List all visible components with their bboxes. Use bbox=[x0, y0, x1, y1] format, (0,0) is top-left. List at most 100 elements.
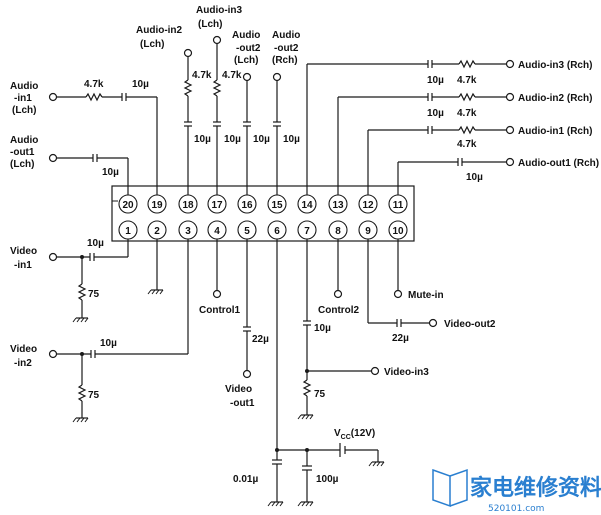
pin-18: 18 bbox=[182, 200, 194, 211]
svg-text:Audio-out1 (Rch): Audio-out1 (Rch) bbox=[518, 158, 599, 169]
svg-text:100µ: 100µ bbox=[316, 474, 339, 485]
svg-text:-out1: -out1 bbox=[230, 398, 255, 409]
svg-text:10µ: 10µ bbox=[132, 79, 149, 90]
pin2-ground bbox=[147, 239, 164, 295]
pin-12: 12 bbox=[362, 200, 374, 211]
audio-in1-lch-terminal bbox=[48, 92, 58, 102]
svg-text:Video: Video bbox=[225, 384, 252, 395]
audio-out1-lch-path bbox=[48, 153, 129, 195]
control2-path bbox=[333, 239, 343, 299]
pin-4: 4 bbox=[214, 226, 220, 237]
pin-2: 2 bbox=[154, 226, 160, 237]
svg-text:10µ: 10µ bbox=[194, 134, 211, 145]
svg-text:10µ: 10µ bbox=[100, 338, 117, 349]
watermark-logo: 家电维修资料网 520101.com bbox=[432, 468, 601, 514]
svg-text:Audio-in2: Audio-in2 bbox=[136, 25, 183, 36]
svg-text:75: 75 bbox=[88, 390, 100, 401]
pin-14: 14 bbox=[301, 200, 313, 211]
video-in2-path bbox=[48, 239, 189, 423]
video-in1-path bbox=[48, 239, 129, 323]
svg-text:10µ: 10µ bbox=[427, 75, 444, 86]
svg-text:(Lch): (Lch) bbox=[234, 55, 258, 66]
svg-text:-in1: -in1 bbox=[14, 93, 32, 104]
pin-13: 13 bbox=[332, 200, 344, 211]
audio-out2-rch-path bbox=[272, 72, 282, 195]
svg-text:-in1: -in1 bbox=[14, 260, 32, 271]
ic-pins-bottom: 1 2 3 4 5 6 7 8 9 10 bbox=[118, 220, 408, 240]
svg-text:Audio-in2 (Rch): Audio-in2 (Rch) bbox=[518, 93, 592, 104]
svg-text:0.01µ: 0.01µ bbox=[233, 474, 258, 485]
svg-text:4.7k: 4.7k bbox=[457, 139, 477, 150]
svg-text:(Lch): (Lch) bbox=[198, 19, 222, 30]
pin-6: 6 bbox=[274, 226, 280, 237]
pin-7: 7 bbox=[304, 226, 310, 237]
svg-text:Audio: Audio bbox=[272, 30, 300, 41]
svg-text:Audio: Audio bbox=[232, 30, 260, 41]
pin-9: 9 bbox=[365, 226, 371, 237]
svg-text:4.7k: 4.7k bbox=[192, 70, 212, 81]
svg-text:Video: Video bbox=[10, 344, 37, 355]
pin-10: 10 bbox=[392, 226, 404, 237]
audio-in2-rch-path bbox=[337, 92, 515, 195]
svg-text:Video-in3: Video-in3 bbox=[384, 367, 429, 378]
svg-text:Audio: Audio bbox=[10, 135, 38, 146]
control1-path bbox=[212, 239, 222, 299]
svg-text:4.7k: 4.7k bbox=[457, 75, 477, 86]
video-out2-path bbox=[367, 239, 438, 328]
svg-text:(Lch): (Lch) bbox=[10, 159, 34, 170]
ic-pins-top: 20 19 18 17 16 15 14 13 12 11 bbox=[118, 194, 408, 214]
svg-text:22µ: 22µ bbox=[392, 333, 409, 344]
pin-1: 1 bbox=[125, 226, 131, 237]
svg-text:-out2: -out2 bbox=[274, 43, 299, 54]
watermark-text: 家电维修资料网 bbox=[470, 475, 601, 501]
watermark-url: 520101.com bbox=[488, 504, 544, 514]
svg-text:75: 75 bbox=[314, 389, 326, 400]
audio-in3-rch-path bbox=[306, 59, 515, 195]
audio-in1-lch-path bbox=[48, 92, 158, 195]
mute-in-path bbox=[393, 239, 403, 299]
svg-text:22µ: 22µ bbox=[252, 334, 269, 345]
audio-in1-rch-path bbox=[367, 125, 515, 195]
pin-5: 5 bbox=[244, 226, 250, 237]
svg-text:Video: Video bbox=[10, 246, 37, 257]
video-out1-path bbox=[242, 239, 252, 379]
svg-text:10µ: 10µ bbox=[253, 134, 270, 145]
pin-19: 19 bbox=[151, 200, 163, 211]
svg-text:4.7k: 4.7k bbox=[84, 79, 104, 90]
svg-text:10µ: 10µ bbox=[314, 323, 331, 334]
pin-16: 16 bbox=[241, 200, 253, 211]
audio-out2-lch-path bbox=[242, 72, 252, 195]
audio-out1-lch-terminal bbox=[48, 153, 58, 163]
svg-text:Audio: Audio bbox=[10, 81, 38, 92]
pin-20: 20 bbox=[122, 200, 134, 211]
svg-text:Audio-in3 (Rch): Audio-in3 (Rch) bbox=[518, 60, 592, 71]
svg-text:10µ: 10µ bbox=[102, 167, 119, 178]
svg-text:75: 75 bbox=[88, 289, 100, 300]
svg-text:(Lch): (Lch) bbox=[140, 39, 164, 50]
svg-text:-out1: -out1 bbox=[10, 147, 35, 158]
svg-text:Video-out2: Video-out2 bbox=[444, 319, 496, 330]
svg-text:(Rch): (Rch) bbox=[272, 55, 298, 66]
pin-8: 8 bbox=[335, 226, 341, 237]
pin-3: 3 bbox=[185, 226, 191, 237]
svg-text:Control1: Control1 bbox=[199, 305, 241, 316]
svg-text:10µ: 10µ bbox=[224, 134, 241, 145]
pin-15: 15 bbox=[271, 200, 283, 211]
svg-text:VCC(12V): VCC(12V) bbox=[334, 428, 375, 441]
ic-body bbox=[111, 185, 415, 242]
svg-text:-out2: -out2 bbox=[236, 43, 261, 54]
svg-text:10µ: 10µ bbox=[427, 108, 444, 119]
svg-text:10µ: 10µ bbox=[283, 134, 300, 145]
audio-in2-lch-path bbox=[183, 48, 193, 195]
svg-text:Mute-in: Mute-in bbox=[408, 290, 444, 301]
svg-text:Audio-in1 (Rch): Audio-in1 (Rch) bbox=[518, 126, 592, 137]
video-in3-path bbox=[297, 239, 380, 420]
audio-out1-rch-path bbox=[397, 157, 515, 195]
svg-text:10µ: 10µ bbox=[466, 172, 483, 183]
svg-text:4.7k: 4.7k bbox=[222, 70, 242, 81]
audio-in3-lch-path bbox=[212, 35, 222, 195]
svg-text:Control2: Control2 bbox=[318, 305, 360, 316]
svg-text:-in2: -in2 bbox=[14, 358, 32, 369]
svg-text:10µ: 10µ bbox=[87, 238, 104, 249]
